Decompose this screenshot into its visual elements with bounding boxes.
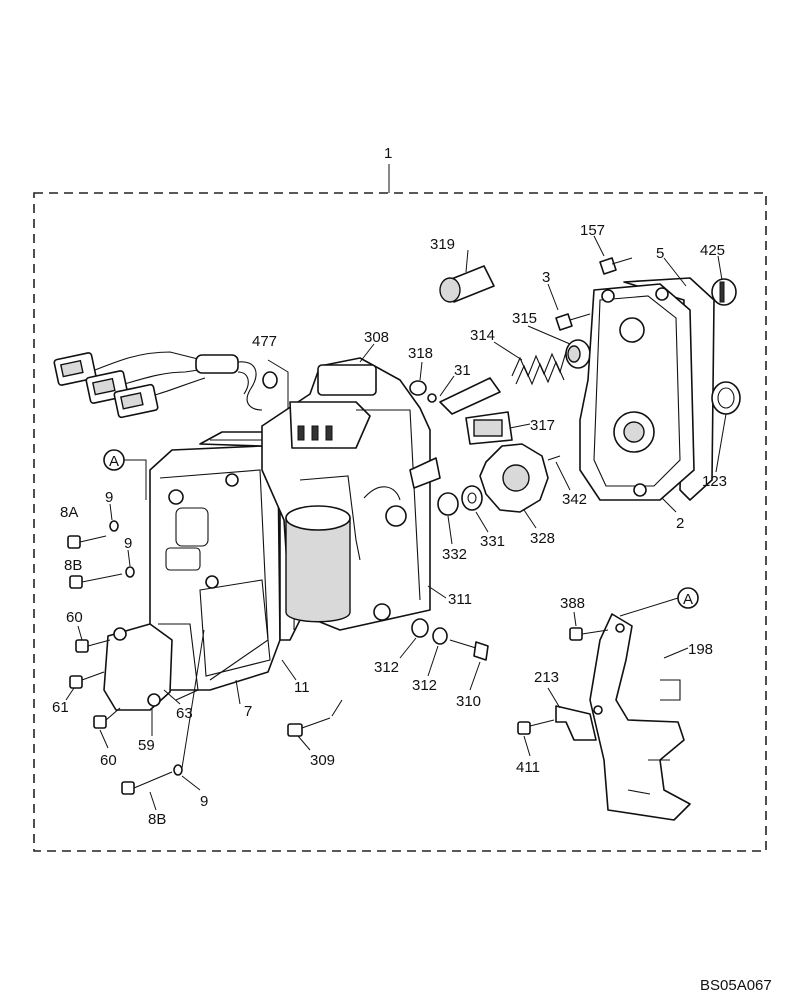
label-310: 310 <box>456 693 481 710</box>
bolt-309 <box>287 699 343 737</box>
part-425-plug <box>711 278 737 306</box>
label-314: 314 <box>470 327 495 344</box>
label-60-upper: 60 <box>66 609 83 626</box>
bolt-8b-upper <box>69 566 135 589</box>
part-332-nut <box>437 492 459 516</box>
label-317: 317 <box>530 417 555 434</box>
bolt-60-upper <box>75 639 111 653</box>
label-157: 157 <box>580 222 605 239</box>
part-31-key <box>439 377 501 415</box>
reference-code: BS05A067 <box>700 977 772 994</box>
label-312-a: 312 <box>374 659 399 676</box>
part-213-clamp <box>555 705 597 741</box>
bolt-411 <box>517 719 555 735</box>
callout-a-right: A <box>619 587 699 617</box>
label-213: 213 <box>534 669 559 686</box>
label-311: 311 <box>448 591 472 608</box>
label-7: 7 <box>244 703 252 720</box>
label-9-middle: 9 <box>124 535 132 552</box>
part-331-washer <box>461 485 483 511</box>
label-328: 328 <box>530 530 555 547</box>
connector-1 <box>53 352 97 386</box>
part-308-pump-body <box>261 357 441 631</box>
part-328-gear <box>479 443 549 513</box>
callout-a-left: A <box>103 449 147 500</box>
label-59: 59 <box>138 737 155 754</box>
label-411: 411 <box>516 759 540 776</box>
svg-text:A: A <box>683 591 693 608</box>
part-63-inspection-cover <box>103 623 199 711</box>
part-317-sensor <box>465 411 513 445</box>
part-342-pin <box>547 455 561 461</box>
bolt-310 <box>449 639 489 661</box>
label-8b-lower: 8B <box>148 811 166 828</box>
leader-lines <box>65 235 727 811</box>
label-9-lower: 9 <box>200 793 208 810</box>
label-425: 425 <box>700 242 725 259</box>
label-315: 315 <box>512 310 537 327</box>
label-308: 308 <box>364 329 389 346</box>
part-2-housing <box>579 283 695 501</box>
label-61: 61 <box>52 699 69 716</box>
assembly-label: 1 <box>384 145 392 162</box>
svg-text:A: A <box>109 453 119 470</box>
connector-3 <box>113 383 159 419</box>
part-157-screw <box>599 257 633 275</box>
part-labels: 319 157 425 5 3 315 314 308 477 318 31 3… <box>52 222 727 828</box>
label-318: 318 <box>408 345 433 362</box>
part-123-ring <box>711 381 741 415</box>
bolt-60-lower <box>93 707 121 729</box>
part-318-nut <box>409 380 437 403</box>
bolt-8b-lower <box>121 629 205 795</box>
part-319-bushing <box>439 265 495 303</box>
part-198-bracket <box>589 613 691 821</box>
part-315-cup <box>565 339 591 369</box>
label-123: 123 <box>702 473 727 490</box>
bolt-388 <box>569 627 609 641</box>
part-314-spring <box>511 351 567 386</box>
label-2: 2 <box>676 515 684 532</box>
label-319: 319 <box>430 236 455 253</box>
label-5: 5 <box>656 245 664 262</box>
label-312-b: 312 <box>412 677 437 694</box>
label-388: 388 <box>560 595 585 612</box>
label-477: 477 <box>252 333 277 350</box>
label-342: 342 <box>562 491 587 508</box>
label-8b-upper: 8B <box>64 557 82 574</box>
assembly-boundary <box>33 192 767 852</box>
label-63: 63 <box>176 705 193 722</box>
bolt-61 <box>69 671 105 689</box>
wiring-harness <box>53 351 263 419</box>
label-8a: 8A <box>60 504 78 521</box>
part-3-screw <box>555 313 591 331</box>
label-332: 332 <box>442 546 467 563</box>
label-198: 198 <box>688 641 713 658</box>
label-11: 11 <box>294 679 310 696</box>
label-331: 331 <box>480 533 505 550</box>
part-312-washers <box>411 618 448 645</box>
part-7-cover <box>149 445 281 691</box>
label-60-lower: 60 <box>100 752 117 769</box>
label-9-upper: 9 <box>105 489 113 506</box>
label-3: 3 <box>542 269 550 286</box>
label-309: 309 <box>310 752 335 769</box>
label-31: 31 <box>454 362 471 379</box>
bolt-8a <box>67 520 119 549</box>
